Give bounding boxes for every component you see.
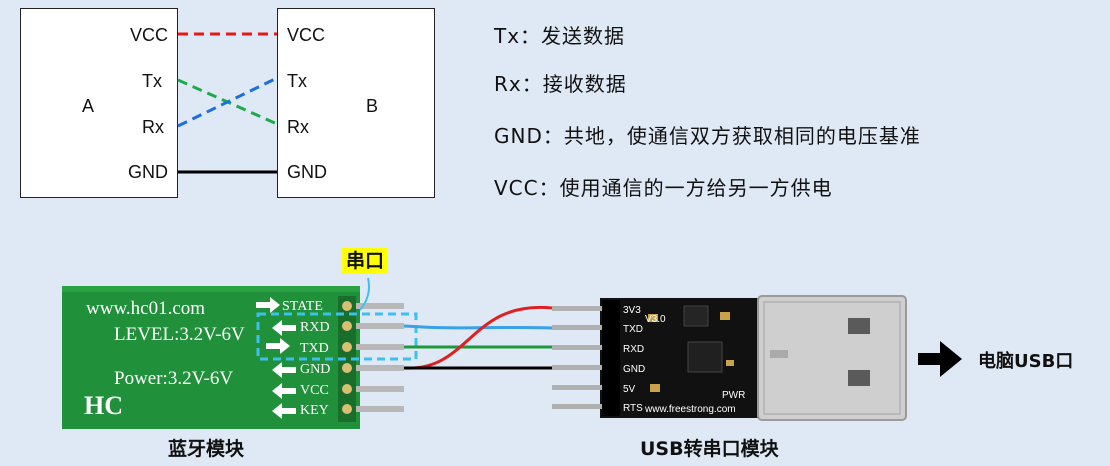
usb-board	[600, 298, 762, 418]
usb-pin	[552, 306, 602, 311]
usb-pin	[552, 345, 602, 350]
usb-version: V3.0	[645, 314, 666, 325]
bt-pin-gnd: GND	[300, 362, 330, 377]
usb-pin-rts: RTS	[623, 403, 643, 414]
a-pin-gnd: GND	[128, 162, 168, 182]
bt-pin	[356, 344, 404, 350]
bt-logo: HC	[84, 391, 123, 420]
bt-pin-state: STATE	[282, 299, 323, 314]
desc-vcc: VCC：使用通信的一方给另一方供电	[494, 176, 833, 200]
bt-pad	[342, 404, 352, 414]
usb-component	[726, 360, 734, 366]
device-b-box	[277, 8, 435, 198]
bt-pad	[342, 342, 352, 352]
bt-pin-arrows	[256, 297, 296, 419]
bt-url: www.hc01.com	[86, 298, 205, 319]
usb-chip-small	[683, 305, 709, 327]
arrow-icon	[256, 297, 280, 313]
usb-chip-main	[687, 341, 723, 373]
device-a-box	[20, 8, 178, 198]
serial-tag-leader	[359, 277, 370, 311]
usb-connector-slot	[848, 370, 870, 386]
usb-pin	[552, 325, 602, 330]
bt-pin-vcc: VCC	[300, 383, 329, 398]
bt-pin-key: KEY	[300, 403, 329, 418]
usb-pin-5v: 5V	[623, 384, 636, 395]
wire-blue-rxd	[403, 324, 553, 330]
usb-pwr: PWR	[722, 390, 745, 401]
usb-connector-slot	[848, 318, 870, 334]
usb-pin-gnd: GND	[623, 364, 645, 375]
a-pin-rx: Rx	[142, 117, 164, 137]
bt-pin-rxd: RXD	[300, 320, 330, 335]
usb-url: www.freestrong.com	[644, 404, 736, 415]
usb-component	[720, 312, 730, 320]
usb-pin-txd: TXD	[623, 324, 643, 335]
bt-pad	[342, 363, 352, 373]
a-pin-tx: Tx	[142, 71, 162, 91]
usb-pin-rxd: RXD	[623, 344, 644, 355]
bt-pins	[342, 301, 404, 414]
device-a-label: A	[82, 96, 95, 116]
bt-module-caption: 蓝牙模块	[168, 438, 245, 460]
arrow-icon	[266, 338, 290, 354]
desc-tx: Tx：发送数据	[494, 24, 626, 48]
bt-power: Power:3.2V-6V	[114, 368, 233, 389]
bt-pad	[342, 301, 352, 311]
usb-component	[650, 384, 660, 392]
a-pin-vcc: VCC	[130, 25, 169, 45]
wire-red-cross	[403, 305, 553, 370]
arrow-icon	[272, 403, 296, 419]
bt-pin	[356, 303, 404, 309]
desc-gnd: GND：共地，使通信双方获取相同的电压基准	[494, 124, 921, 148]
wire-a-rx-to-b-tx	[177, 76, 278, 128]
bt-pad	[342, 384, 352, 394]
serial-tag: 串口	[342, 248, 389, 274]
usb-pin	[552, 365, 602, 370]
bt-pin	[356, 386, 404, 392]
bt-pin	[356, 323, 404, 329]
device-b-label: B	[366, 96, 379, 116]
arrow-icon	[272, 383, 296, 399]
usb-pins	[552, 306, 602, 409]
bt-pad	[342, 321, 352, 331]
bt-level: LEVEL:3.2V-6V	[114, 324, 245, 345]
pc-usb-label: 电脑USB口	[978, 351, 1074, 372]
b-pin-tx: Tx	[287, 71, 307, 91]
serial-highlight-box	[256, 312, 418, 361]
desc-rx: Rx：接收数据	[494, 72, 627, 96]
usb-pin-header	[602, 300, 620, 416]
usb-module-caption: USB转串口模块	[640, 438, 779, 460]
arrow-icon	[272, 320, 296, 336]
b-pin-rx: Rx	[287, 117, 309, 137]
bt-board	[62, 286, 360, 429]
bt-pin	[356, 406, 404, 412]
bt-pin	[356, 365, 404, 371]
usb-pin	[552, 404, 602, 409]
b-pin-vcc: VCC	[287, 25, 326, 45]
bt-pin-txd: TXD	[300, 341, 329, 356]
arrow-icon	[272, 362, 296, 378]
arrow-right-icon	[918, 341, 962, 377]
usb-pin	[552, 385, 602, 390]
usb-component	[648, 314, 658, 322]
b-pin-gnd: GND	[287, 162, 327, 182]
usb-pin-3v3: 3V3	[623, 305, 641, 316]
